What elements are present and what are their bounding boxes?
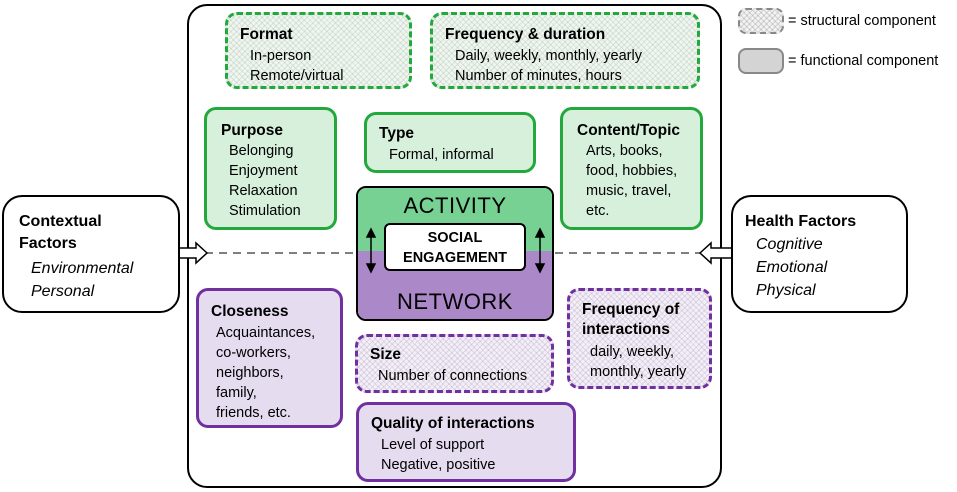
format-item: Remote/virtual <box>250 68 344 84</box>
contextual-factors-box: Contextual Factors Environmental Persona… <box>2 195 180 313</box>
health-factor-item: Cognitive <box>756 236 823 253</box>
size-item: Number of connections <box>378 368 528 384</box>
format-title: Format <box>240 26 293 43</box>
purpose-item: Stimulation <box>229 203 301 219</box>
social-engagement-line2: ENGAGEMENT <box>403 250 507 266</box>
size-box: Size Number of connections <box>355 334 554 393</box>
purpose-item: Relaxation <box>229 183 298 199</box>
type-item: Formal, informal <box>389 147 494 163</box>
activity-label: ACTIVITY <box>403 193 507 218</box>
functional-legend-swatch <box>738 48 784 74</box>
type-title: Type <box>379 125 415 142</box>
social-engagement-label: SOCIAL ENGAGEMENT <box>384 223 526 271</box>
frequency-interactions-title-2: interactions <box>582 321 670 338</box>
structural-legend-swatch <box>738 8 784 34</box>
format-box: Format In-person Remote/virtual <box>225 12 412 89</box>
contextual-factor-item: Environmental <box>31 260 134 277</box>
vertical-arrows <box>365 227 546 274</box>
left-vertical-arrow-icon <box>365 227 377 274</box>
content-topic-title: Content/Topic <box>577 122 681 139</box>
frequency-duration-title: Frequency & duration <box>445 26 606 43</box>
frequency-interactions-item: monthly, yearly <box>590 364 687 380</box>
type-box: Type Formal, informal <box>364 112 536 173</box>
frequency-interactions-box: Frequency of interactions daily, weekly,… <box>567 288 712 389</box>
closeness-item: Acquaintances, <box>216 325 316 341</box>
health-factor-item: Physical <box>756 282 816 299</box>
frequency-duration-item: Daily, weekly, monthly, yearly <box>455 48 642 64</box>
social-engagement-core: ACTIVITY NETWORK SOCIAL ENGAGEMENT <box>356 186 554 321</box>
structural-legend-label: = structural component <box>788 13 936 29</box>
content-topic-item: Arts, books, <box>586 143 663 159</box>
frequency-interactions-item: daily, weekly, <box>590 344 675 360</box>
closeness-box: Closeness Acquaintances, co-workers, nei… <box>196 288 343 428</box>
purpose-title: Purpose <box>221 122 284 139</box>
quality-interactions-item: Level of support <box>381 437 485 453</box>
frequency-duration-item: Number of minutes, hours <box>455 68 622 84</box>
contextual-factors-title-2: Factors <box>19 235 77 252</box>
content-topic-item: food, hobbies, <box>586 163 678 179</box>
content-topic-item: music, travel, <box>586 183 672 199</box>
content-topic-item: etc. <box>586 203 610 219</box>
closeness-item: co-workers, <box>216 345 291 361</box>
health-factors-title: Health Factors <box>745 213 857 230</box>
format-item: In-person <box>250 48 312 64</box>
quality-interactions-title: Quality of interactions <box>371 415 535 432</box>
quality-interactions-box: Quality of interactions Level of support… <box>356 402 576 482</box>
purpose-box: Purpose Belonging Enjoyment Relaxation S… <box>204 107 337 230</box>
right-vertical-arrow-icon <box>534 227 546 274</box>
purpose-item: Belonging <box>229 143 294 159</box>
health-factors-box: Health Factors Cognitive Emotional Physi… <box>731 195 908 313</box>
content-topic-box: Content/Topic Arts, books, food, hobbies… <box>560 107 703 230</box>
quality-interactions-item: Negative, positive <box>381 457 496 473</box>
network-label: NETWORK <box>397 289 513 314</box>
contextual-factor-item: Personal <box>31 283 95 300</box>
contextual-factors-title: Contextual <box>19 213 102 230</box>
health-factor-item: Emotional <box>756 259 828 276</box>
size-title: Size <box>370 346 402 363</box>
closeness-item: friends, etc. <box>216 405 291 421</box>
frequency-duration-box: Frequency & duration Daily, weekly, mont… <box>430 12 700 89</box>
closeness-title: Closeness <box>211 303 289 320</box>
frequency-interactions-title: Frequency of <box>582 301 680 318</box>
functional-legend-label: = functional component <box>788 53 939 69</box>
closeness-item: neighbors, <box>216 365 284 381</box>
closeness-item: family, <box>216 385 257 401</box>
purpose-item: Enjoyment <box>229 163 298 179</box>
social-engagement-line1: SOCIAL <box>427 230 483 246</box>
